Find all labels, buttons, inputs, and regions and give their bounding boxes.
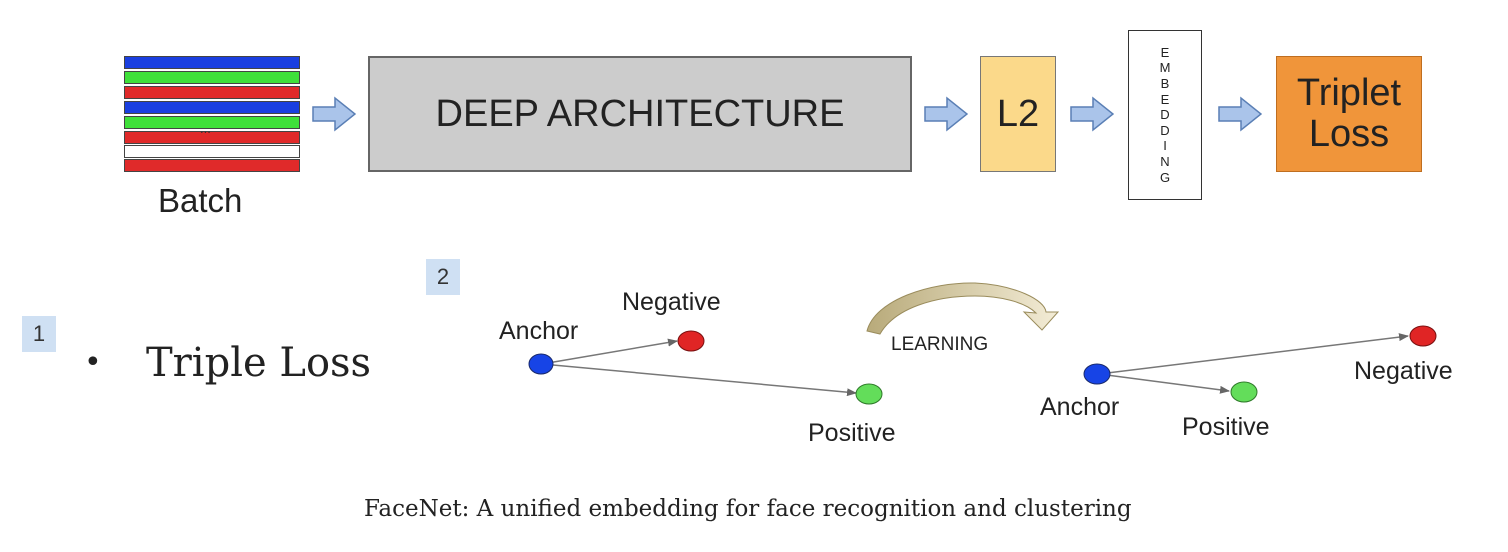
deep-architecture-box: DEEP ARCHITECTURE <box>368 56 912 172</box>
anchor-positive-vector <box>541 363 857 397</box>
learning-arrow-icon <box>866 282 1060 335</box>
embedding-letter: I <box>1163 138 1167 154</box>
before-anchor-label: Anchor <box>499 317 579 345</box>
before-negative-label: Negative <box>622 288 721 316</box>
triplet-loss-line2: Loss <box>1308 113 1390 155</box>
embedding-letter: M <box>1159 60 1171 76</box>
anchor-negative-vector <box>1098 333 1409 375</box>
slide-badge-2: 2 <box>426 259 460 295</box>
deep-architecture-label: DEEP ARCHITECTURE <box>435 92 845 135</box>
embedding-letter: D <box>1160 107 1170 123</box>
anchor-dot <box>1083 363 1111 385</box>
anchor-negative-vector <box>541 338 678 365</box>
positive-dot <box>855 383 883 405</box>
negative-dot <box>677 330 705 352</box>
embedding-letter: E <box>1160 91 1170 107</box>
batch-stripe-blue <box>124 56 300 69</box>
batch-label: Batch <box>158 182 243 219</box>
batch-stripe-red <box>124 131 300 144</box>
anchor-positive-vector <box>1098 373 1230 394</box>
embedding-letter: G <box>1159 169 1171 185</box>
embedding-letter: B <box>1160 76 1170 92</box>
triplet-loss-box: Triplet Loss <box>1276 56 1422 172</box>
embedding-letter: N <box>1160 153 1170 169</box>
caption: FaceNet: A unified embedding for face re… <box>364 496 1132 522</box>
slide-badge-1: 1 <box>22 316 56 352</box>
batch-stripe-green <box>124 116 300 129</box>
batch-stripe-red <box>124 159 300 172</box>
batch-ellipsis: ... <box>200 121 211 136</box>
flow-arrow-icon <box>1070 96 1114 132</box>
embedding-box: E M B E D D I N G <box>1128 30 1202 200</box>
bullet-glyph: • <box>84 345 102 380</box>
after-anchor-label: Anchor <box>1040 393 1120 421</box>
negative-dot <box>1409 325 1437 347</box>
batch-stripe-green <box>124 71 300 84</box>
anchor-dot <box>528 353 554 375</box>
l2-label: L2 <box>996 92 1040 135</box>
batch-stripe-white <box>124 145 300 158</box>
flow-arrow-icon <box>1218 96 1262 132</box>
before-positive-label: Positive <box>808 419 896 447</box>
batch-stripe-blue <box>124 101 300 114</box>
learning-label: LEARNING <box>891 334 989 355</box>
batch-stripe-red <box>124 86 300 99</box>
triplet-loss-line1: Triplet <box>1296 72 1402 114</box>
flow-arrow-icon <box>312 96 356 132</box>
flow-arrow-icon <box>924 96 968 132</box>
embedding-letter: E <box>1160 44 1170 60</box>
positive-dot <box>1230 381 1258 403</box>
l2-box: L2 <box>980 56 1056 172</box>
after-negative-label: Negative <box>1354 357 1453 385</box>
embedding-letter: D <box>1160 122 1170 138</box>
bullet-text: Triple Loss <box>146 340 372 386</box>
after-positive-label: Positive <box>1182 413 1270 441</box>
